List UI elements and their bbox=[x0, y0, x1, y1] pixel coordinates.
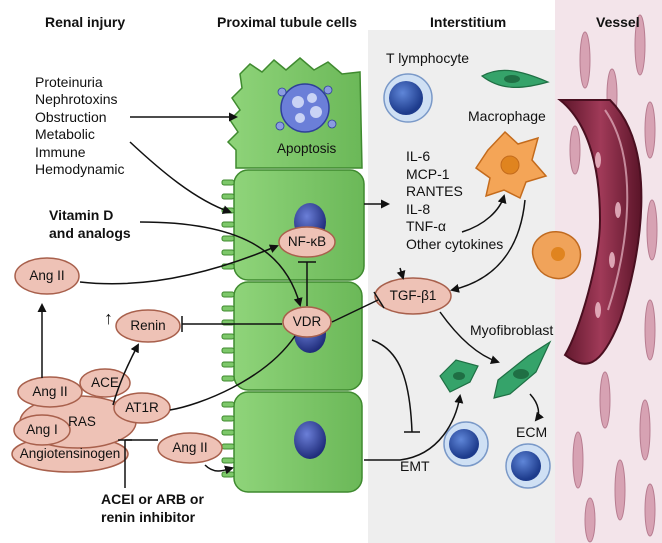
vdr-label: VDR bbox=[292, 314, 322, 329]
inhibitor-label: ACEI or ARB or bbox=[101, 491, 204, 507]
ang-i-label: Ang I bbox=[26, 422, 58, 437]
injury-cause: Hemodynamic bbox=[35, 161, 125, 177]
cytokine-label: RANTES bbox=[406, 183, 463, 199]
macrophage-label: Macrophage bbox=[468, 108, 546, 124]
header-vessel: Vessel bbox=[596, 14, 640, 30]
ang-ii-ras-label: Ang II bbox=[32, 384, 68, 399]
header-renal-injury: Renal injury bbox=[45, 14, 126, 30]
injury-cause: Obstruction bbox=[35, 109, 107, 125]
ras-label: RAS bbox=[68, 414, 96, 429]
nucleus bbox=[294, 421, 326, 459]
pathway-arrows bbox=[37, 112, 544, 488]
proximal-tubule-cells bbox=[221, 57, 365, 493]
t-lymphocyte-label: T lymphocyte bbox=[386, 50, 469, 66]
at1r-label: AT1R bbox=[125, 400, 159, 415]
ang-ii-bottom-label: Ang II bbox=[172, 440, 208, 455]
ecm-label: ECM bbox=[516, 424, 548, 440]
nfkb-label: NF-κB bbox=[287, 234, 327, 249]
angiotensinogen-label: Angiotensinogen bbox=[19, 446, 121, 461]
interstitial-cells bbox=[383, 69, 552, 489]
injury-cause: Proteinuria bbox=[35, 74, 103, 90]
injury-cause: Immune bbox=[35, 144, 86, 160]
blood-vessel bbox=[557, 99, 643, 365]
cytokine-label: Other cytokines bbox=[406, 236, 504, 252]
vitamin-d-label: Vitamin D bbox=[49, 207, 114, 223]
vitamin-d-label: and analogs bbox=[49, 225, 131, 241]
cytokine-label: IL-8 bbox=[406, 201, 431, 217]
myofibroblast-label: Myofibroblast bbox=[470, 322, 554, 338]
apoptotic-body bbox=[275, 83, 337, 133]
apoptosis-label: Apoptosis bbox=[277, 141, 337, 156]
renin-up-arrow: ↑ bbox=[104, 308, 113, 328]
emt-label: EMT bbox=[400, 458, 430, 474]
injury-cause: Nephrotoxins bbox=[35, 91, 118, 107]
cytokine-label: TNF-α bbox=[406, 218, 446, 234]
header-proximal-tubule: Proximal tubule cells bbox=[217, 14, 358, 30]
ang-ii-top-label: Ang II bbox=[29, 268, 65, 283]
cytokine-label: IL-6 bbox=[406, 148, 431, 164]
renin-label: Renin bbox=[130, 318, 166, 333]
tgf-b1-label: TGF-β1 bbox=[389, 288, 437, 303]
vessel-wall-cells bbox=[569, 14, 658, 543]
ace-label: ACE bbox=[91, 375, 119, 390]
injury-cause: Metabolic bbox=[35, 126, 95, 142]
cytokine-label: MCP-1 bbox=[406, 166, 450, 182]
molecule-ovals bbox=[11, 226, 452, 473]
inhibitor-label: renin inhibitor bbox=[101, 509, 196, 525]
header-interstitium: Interstitium bbox=[430, 14, 507, 30]
